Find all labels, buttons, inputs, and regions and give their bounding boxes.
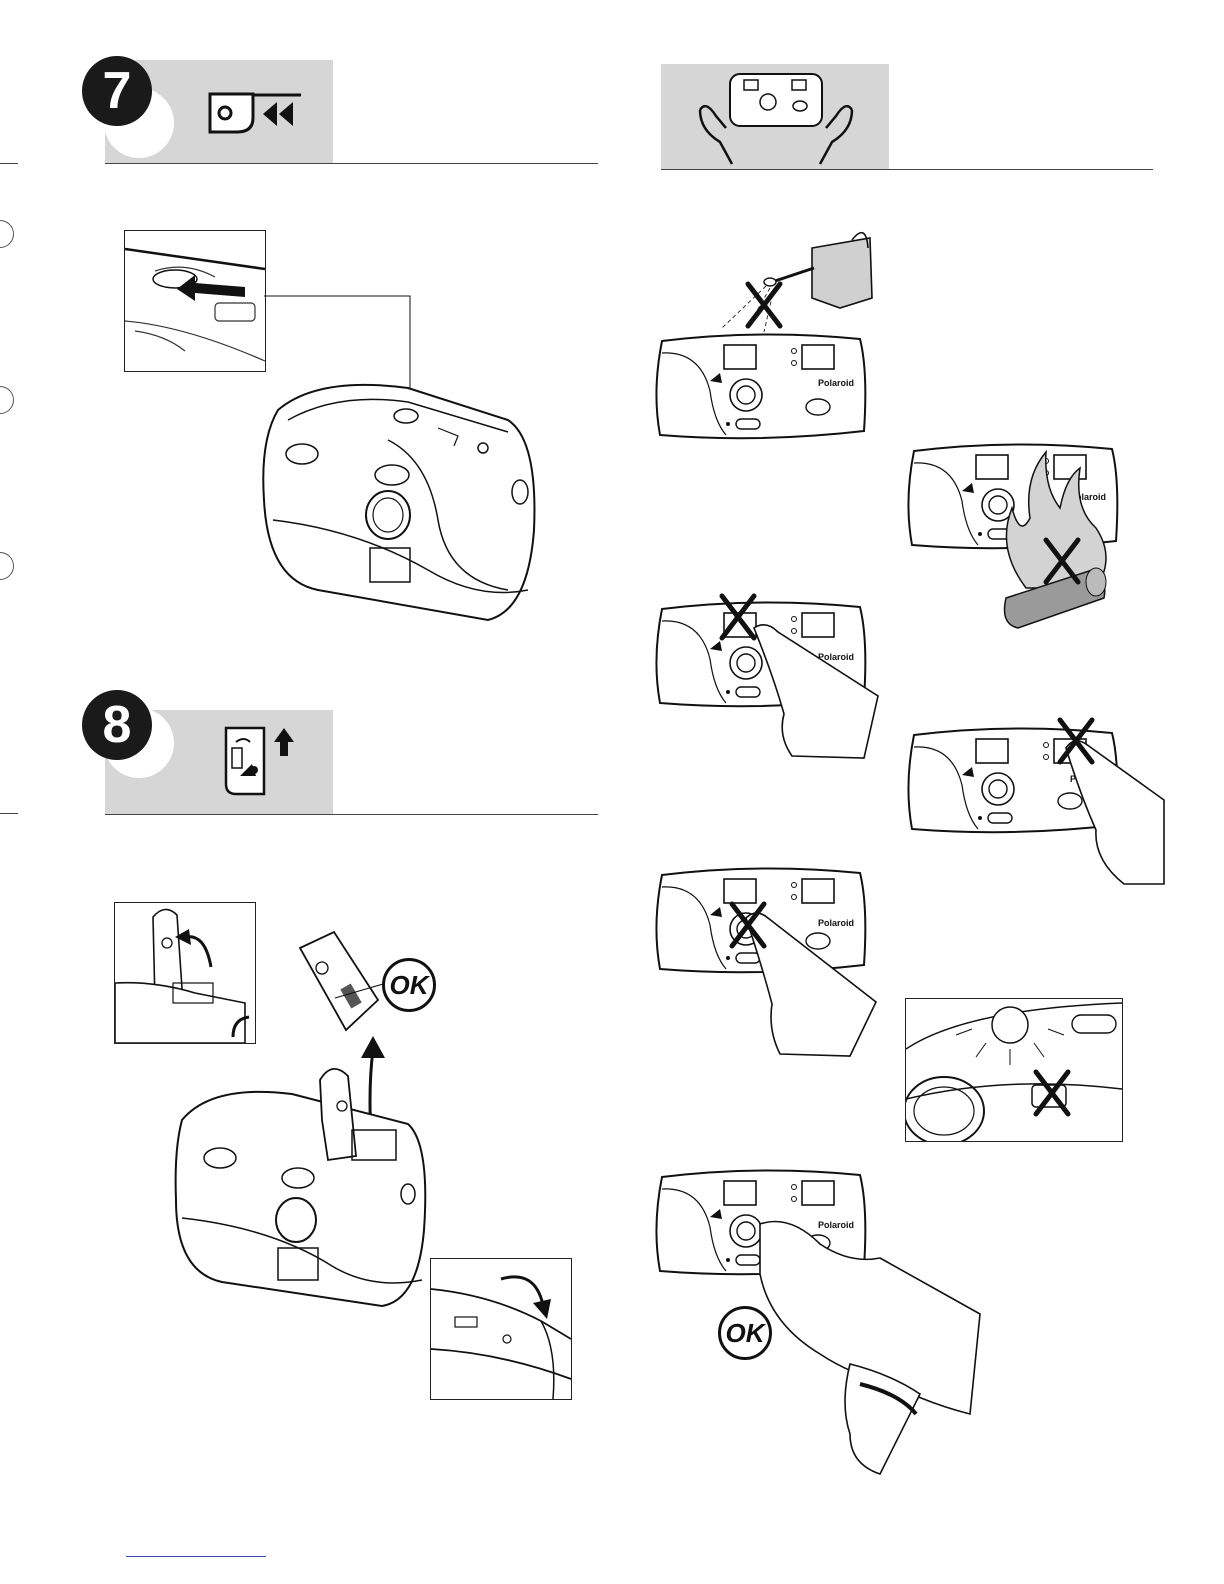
ok-badge-battery: OK: [382, 958, 436, 1012]
footer-rule: [126, 1556, 266, 1557]
care-rule: [661, 169, 1153, 170]
hands-holding-camera-icon: [696, 70, 856, 166]
film-rewind-icon: [205, 88, 305, 136]
margin-rule-top: [0, 163, 18, 164]
cross-mark-car: [1030, 1068, 1074, 1118]
step-8-door-close-inset: [430, 1258, 572, 1400]
step-8-number: 8: [82, 690, 152, 760]
battery-door-open-icon: [218, 724, 304, 800]
cross-mark-viewfinder: [716, 592, 760, 642]
camera-front-water: Polaroid: [650, 330, 870, 442]
camera-rear-illustration: [258, 380, 538, 625]
ok-badge-cleaning: OK: [718, 1306, 772, 1360]
margin-rule-bottom: [0, 813, 18, 814]
cross-mark-lens: [726, 900, 770, 950]
car-sun-inset: [905, 998, 1123, 1142]
step-8-rule: [105, 814, 598, 815]
brand-label-1: Polaroid: [818, 378, 854, 388]
margin-mark-3: [0, 552, 14, 580]
battery-ok-connector: [335, 982, 385, 1002]
step-7-detail-inset: [124, 230, 266, 372]
margin-mark-1: [0, 220, 14, 248]
step-7-number: 7: [82, 56, 152, 126]
finger-hand-1: [744, 618, 884, 758]
camera-open-door-illustration: [172, 1060, 432, 1310]
cross-mark-water: [742, 280, 786, 330]
step-7-rule: [105, 163, 598, 164]
cross-mark-fire: [1040, 536, 1084, 586]
margin-mark-2: [0, 386, 14, 414]
hand-with-cloth-illustration: [730, 1214, 980, 1484]
step-8-door-inset: [114, 902, 256, 1044]
cross-mark-flash: [1054, 716, 1098, 766]
